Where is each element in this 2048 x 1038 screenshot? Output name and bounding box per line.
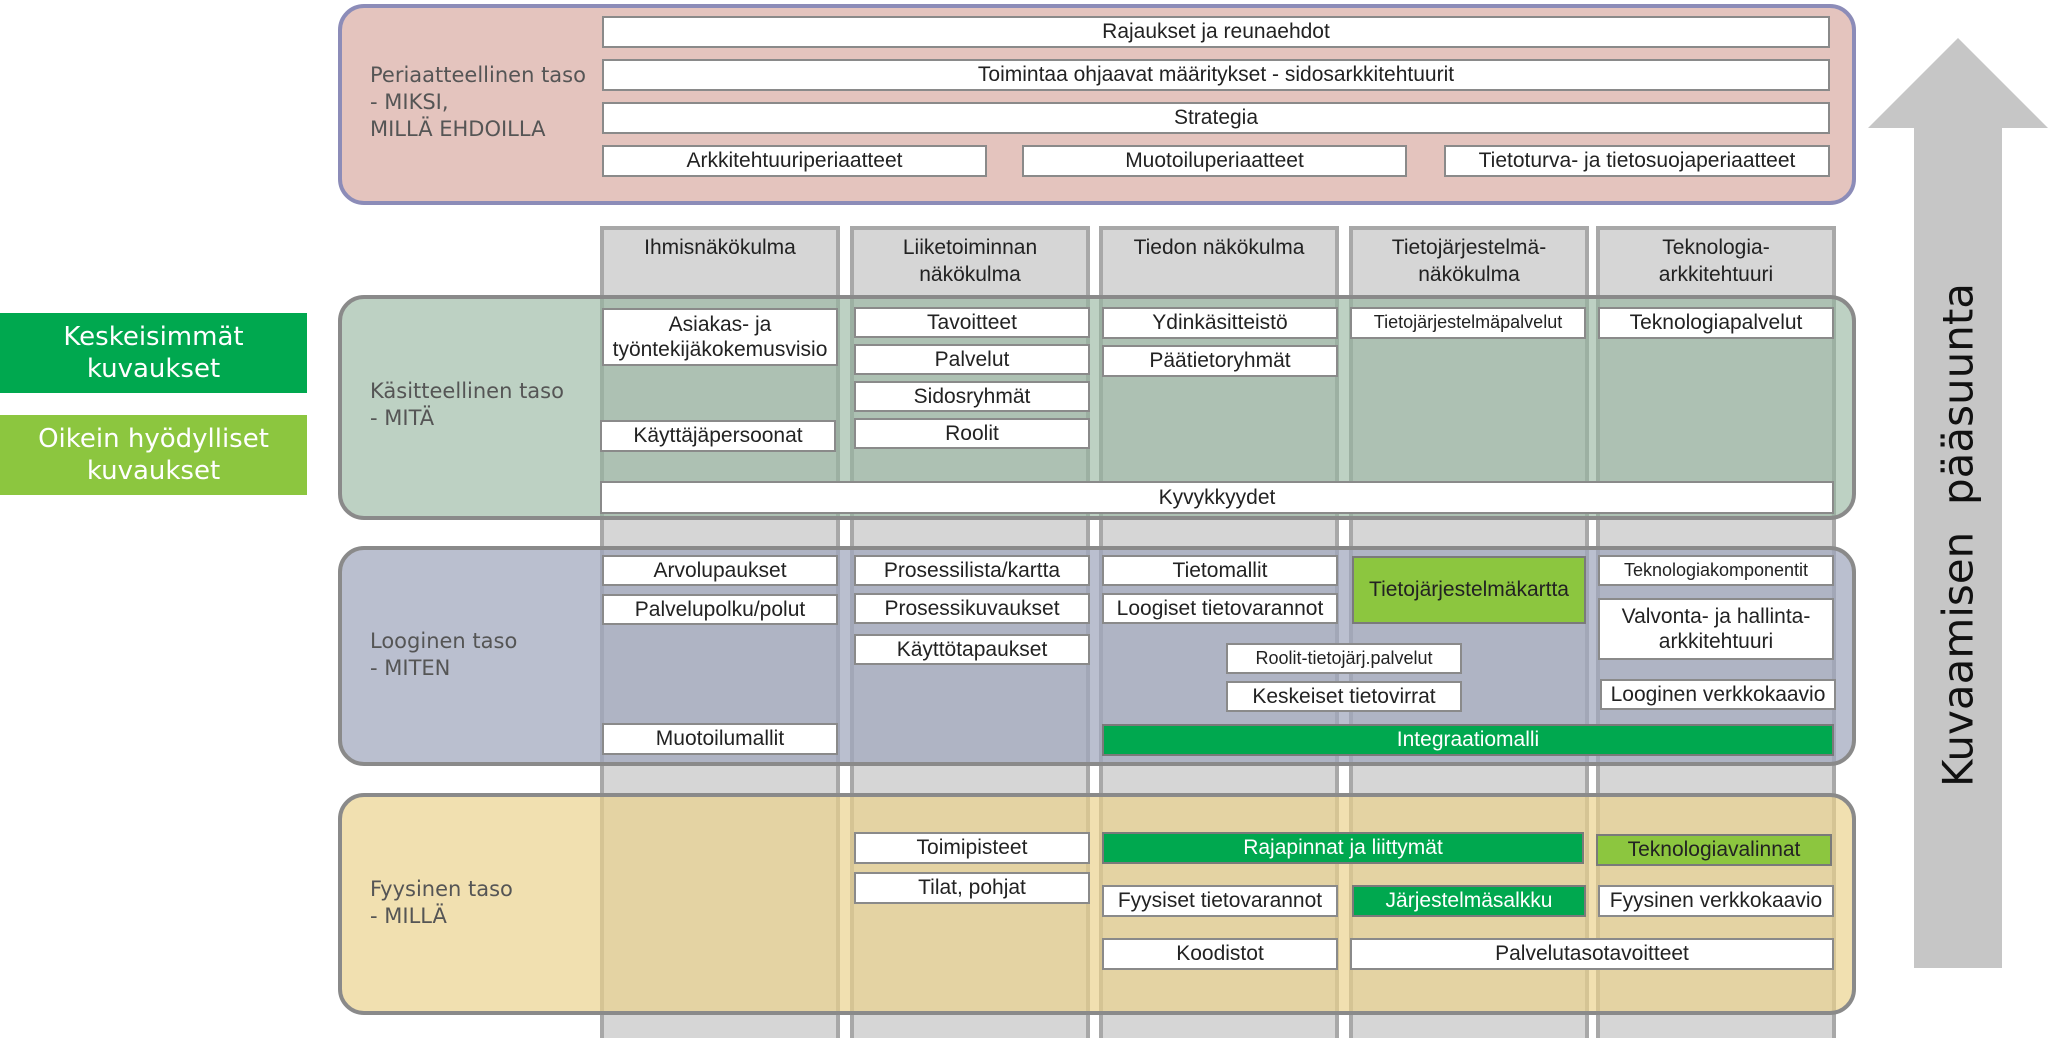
box-logical-stores: Loogiset tietovarannot — [1102, 593, 1338, 624]
column-header-technology: Teknologia- arkkitehtuuri — [1658, 236, 1774, 287]
arrow-shape — [1868, 38, 2048, 968]
box-system-services: Tietojärjestelmäpalvelut — [1350, 307, 1586, 339]
column-header-human: Ihmisnäkökulma — [644, 236, 796, 259]
box-constraints: Rajaukset ja reunaehdot — [602, 16, 1830, 48]
box-service-paths: Palvelupolku/polut — [602, 594, 838, 625]
box-strategy: Strategia — [602, 102, 1830, 134]
box-system-map: Tietojärjestelmäkartta — [1352, 556, 1586, 624]
direction-arrow — [1868, 38, 2048, 968]
box-customer-vision: Asiakas- ja työntekijäkokemusvisio — [602, 308, 838, 366]
box-process-descriptions: Prosessikuvaukset — [854, 593, 1090, 624]
column-header-systems: Tietojärjestelmä- näkökulma — [1391, 236, 1547, 287]
legend-useful-descriptions: Oikein hyödylliset kuvaukset — [0, 415, 307, 495]
box-roles-system-services: Roolit-tietojärj.palvelut — [1226, 643, 1462, 674]
box-roles: Roolit — [854, 418, 1090, 449]
box-info-models: Tietomallit — [1102, 555, 1338, 586]
column-header-information: Tiedon näkökulma — [1133, 236, 1305, 259]
box-design-principles: Muotoiluperiaatteet — [1022, 145, 1407, 177]
box-value-promises: Arvolupaukset — [602, 555, 838, 586]
label-conceptual-level: Käsitteellinen taso - MITÄ — [370, 379, 564, 430]
box-physical-stores: Fyysiset tietovarannot — [1102, 885, 1338, 917]
legend-key-descriptions: Keskeisimmät kuvaukset — [0, 313, 307, 393]
box-interfaces: Rajapinnat ja liittymät — [1102, 832, 1584, 864]
box-logical-network: Looginen verkkokaavio — [1600, 679, 1836, 710]
box-offices: Toimipisteet — [854, 832, 1090, 864]
box-stakeholders: Sidosryhmät — [854, 381, 1090, 412]
box-monitoring-architecture: Valvonta- ja hallinta- arkkitehtuuri — [1598, 598, 1834, 660]
box-integration-model: Integraatiomalli — [1102, 724, 1834, 756]
box-goals: Tavoitteet — [854, 307, 1090, 338]
box-reference-architectures: Toimintaa ohjaavat määritykset - sidosar… — [602, 59, 1830, 91]
box-main-info-groups: Päätietoryhmät — [1102, 345, 1338, 377]
box-tech-choices: Teknologiavalinnat — [1596, 834, 1832, 866]
box-use-cases: Käyttötapaukset — [854, 634, 1090, 665]
column-header-business: Liiketoiminnan näkökulma — [902, 236, 1038, 287]
box-code-sets: Koodistot — [1102, 938, 1338, 970]
box-premises: Tilat, pohjat — [854, 872, 1090, 904]
box-core-concepts: Ydinkäsitteistö — [1102, 307, 1338, 339]
box-system-portfolio: Järjestelmäsalkku — [1352, 885, 1586, 917]
box-service-level-targets: Palvelutasotavoitteet — [1350, 938, 1834, 970]
box-key-info-flows: Keskeiset tietovirrat — [1226, 681, 1462, 712]
box-design-patterns: Muotoilumallit — [602, 723, 838, 755]
box-tech-services: Teknologiapalvelut — [1598, 307, 1834, 339]
box-capabilities: Kyvykkyydet — [600, 481, 1834, 514]
box-architecture-principles: Arkkitehtuuriperiaatteet — [602, 145, 987, 177]
box-physical-network: Fyysinen verkkokaavio — [1598, 885, 1834, 917]
box-personas: Käyttäjäpersoonat — [600, 420, 836, 452]
box-services: Palvelut — [854, 344, 1090, 375]
label-logical-level: Looginen taso - MITEN — [370, 629, 518, 680]
box-tech-components: Teknologiakomponentit — [1598, 555, 1834, 586]
label-principles-level: Periaatteellinen taso - MIKSI, MILLÄ EHD… — [370, 63, 586, 141]
box-process-list: Prosessilista/kartta — [854, 555, 1090, 586]
label-physical-level: Fyysinen taso - MILLÄ — [370, 877, 513, 928]
box-security-principles: Tietoturva- ja tietosuojaperiaatteet — [1444, 145, 1830, 177]
